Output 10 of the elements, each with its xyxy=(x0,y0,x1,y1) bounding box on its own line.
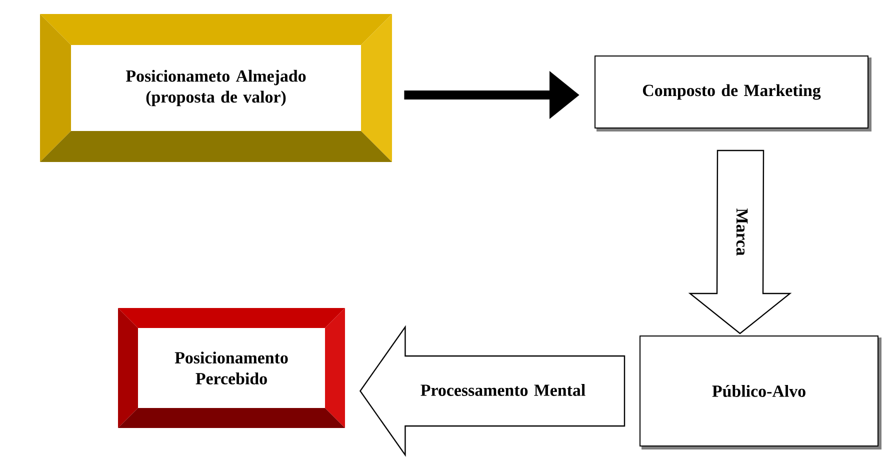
edge-label: Processamento Mental xyxy=(420,384,586,396)
bevel-box: Posicionamento Percebido xyxy=(118,308,345,428)
node-label: Posicionamento Percebido xyxy=(174,352,288,384)
node-label: Posicionameto Almejado (proposta de valor) xyxy=(126,70,306,106)
arrow xyxy=(688,150,792,334)
process-box: Público-Alvo xyxy=(640,336,882,450)
arrow xyxy=(359,325,626,457)
process-box: Composto de Marketing xyxy=(594,56,872,132)
edge-label: Marca xyxy=(736,208,748,256)
bevel-box: Posicionameto Almejado (proposta de valor) xyxy=(40,14,392,162)
